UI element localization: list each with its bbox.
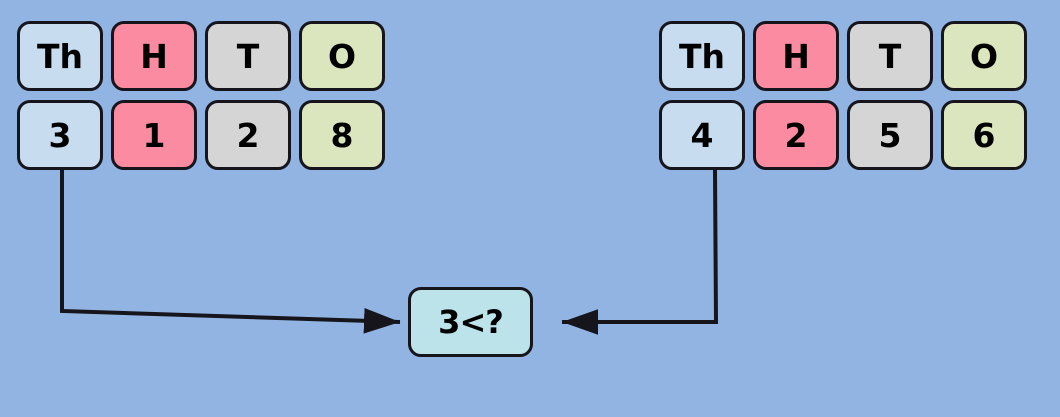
right-digit-hundreds[interactable]: 2 <box>753 100 839 170</box>
left-header-row: Th H T O <box>17 21 385 91</box>
left-digit-hundreds[interactable]: 1 <box>111 100 197 170</box>
left-header-ones: O <box>299 21 385 91</box>
connector-right-arrow <box>562 169 719 335</box>
left-header-hundreds: H <box>111 21 197 91</box>
right-header-thousands: Th <box>659 21 745 91</box>
left-digit-thousands[interactable]: 3 <box>17 100 103 170</box>
left-header-thousands: Th <box>17 21 103 91</box>
right-number-group: Th H T O 4 2 5 6 <box>659 21 1027 170</box>
left-header-tens: T <box>205 21 291 91</box>
connector-left-arrow <box>60 170 401 334</box>
right-header-ones: O <box>941 21 1027 91</box>
comparison-box[interactable]: 3<? <box>408 287 533 357</box>
right-digit-ones[interactable]: 6 <box>941 100 1027 170</box>
right-header-tens: T <box>847 21 933 91</box>
right-header-row: Th H T O <box>659 21 1027 91</box>
left-number-group: Th H T O 3 1 2 8 <box>17 21 385 170</box>
left-digit-ones[interactable]: 8 <box>299 100 385 170</box>
right-digit-row: 4 2 5 6 <box>659 100 1027 170</box>
left-digit-row: 3 1 2 8 <box>17 100 385 170</box>
left-digit-tens[interactable]: 2 <box>205 100 291 170</box>
right-header-hundreds: H <box>753 21 839 91</box>
right-digit-thousands[interactable]: 4 <box>659 100 745 170</box>
right-digit-tens[interactable]: 5 <box>847 100 933 170</box>
